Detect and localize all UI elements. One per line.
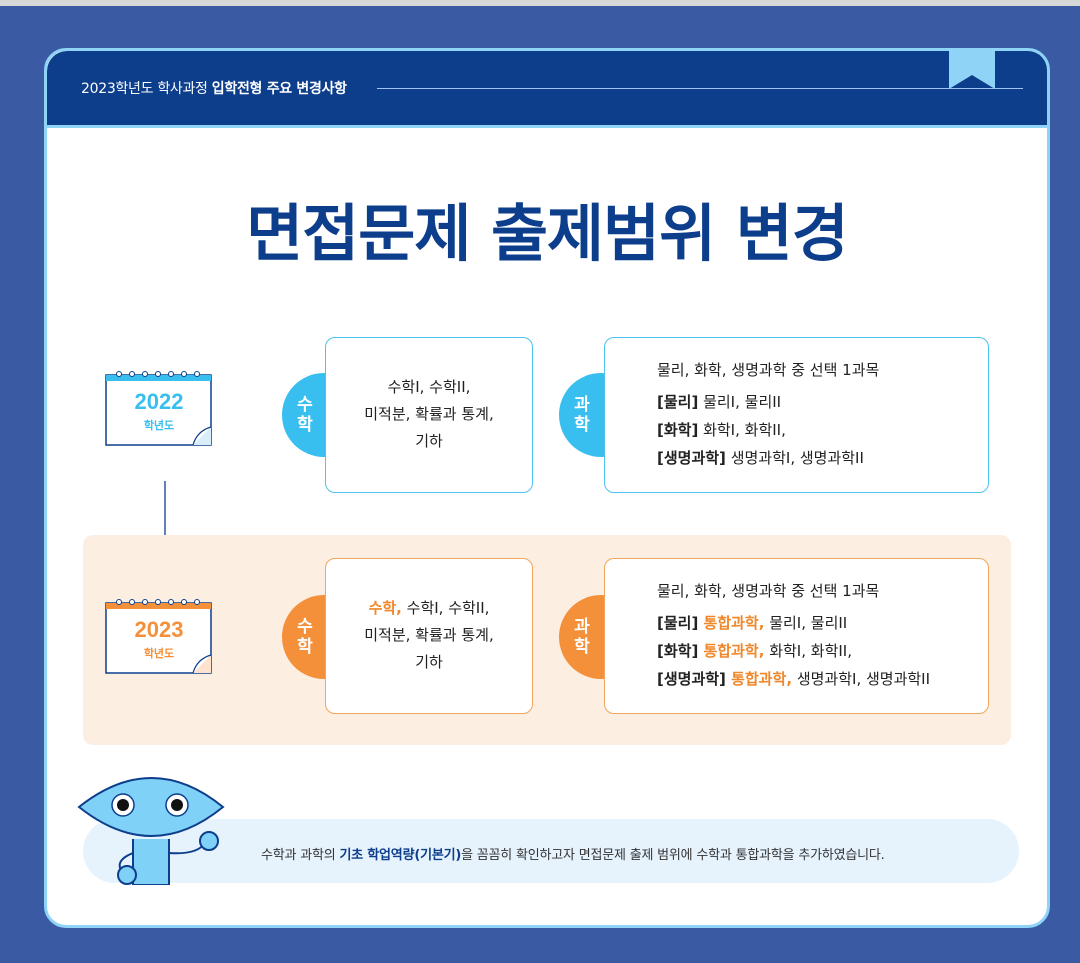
science-intro: 물리, 화학, 생명과학 중 선택 1과목 (657, 582, 880, 600)
math-range-2023: 수학, 수학I, 수학II, 미적분, 확률과 통계, 기하 (326, 595, 532, 676)
badge-char: 학 (574, 637, 590, 657)
page-title: 면접문제 출제범위 변경 (246, 197, 849, 270)
info-card: 2023학년도 학사과정 입학전형 주요 변경사항 면접문제 출제범위 변경 2… (44, 48, 1050, 928)
text-line: 수학I, 수학II, (387, 378, 471, 396)
bookmark-icon (949, 51, 995, 89)
note-before: 수학과 과학의 (261, 848, 340, 863)
note-after: 을 꼼꼼히 확인하고자 면접문제 출제 범위에 수학과 통합과학을 추가하였습니… (461, 848, 885, 863)
text-line: 미적분, 확률과 통계, (364, 626, 494, 644)
calendar-year: 2023 (134, 617, 184, 642)
calendar-label: 학년도 (143, 419, 175, 432)
badge-char: 수 (297, 395, 313, 415)
math-box-2022: 수학I, 수학II, 미적분, 확률과 통계, 기하 (325, 337, 533, 493)
top-strip (0, 0, 1080, 6)
header-bold: 입학전형 주요 변경사항 (211, 81, 347, 97)
new-subject: 통합과학, (698, 642, 765, 660)
text-line: 수학I, 수학II, (401, 599, 490, 617)
chem-range: 화학I, 화학II, (764, 642, 852, 660)
header-title: 2023학년도 학사과정 입학전형 주요 변경사항 (81, 78, 347, 98)
badge-char: 과 (574, 395, 590, 415)
new-subject: 수학, (368, 599, 402, 617)
math-box-2023: 수학, 수학I, 수학II, 미적분, 확률과 통계, 기하 (325, 558, 533, 714)
text-line: 기하 (415, 653, 443, 671)
physics-tag: [물리] (657, 614, 699, 632)
header-divider (377, 88, 1023, 89)
calendar-label: 학년도 (143, 647, 175, 660)
note-bubble: 수학과 과학의 기초 학업역량(기본기)을 꼼꼼히 확인하고자 면접문제 출제 … (83, 819, 1019, 883)
science-box-2023: 물리, 화학, 생명과학 중 선택 1과목 [물리] 통합과학, 물리I, 물리… (604, 558, 989, 714)
bio-tag: [생명과학] (657, 449, 726, 467)
bio-range: 생명과학I, 생명과학II (792, 670, 931, 688)
calendar-year: 2022 (134, 389, 184, 414)
chem-range: 화학I, 화학II, (698, 421, 786, 439)
note-text: 수학과 과학의 기초 학업역량(기본기)을 꼼꼼히 확인하고자 면접문제 출제 … (261, 844, 885, 863)
science-range-2023: 물리, 화학, 생명과학 중 선택 1과목 [물리] 통합과학, 물리I, 물리… (657, 577, 930, 693)
new-subject: 통합과학, (698, 614, 765, 632)
header-prefix: 2023학년도 학사과정 (81, 81, 212, 97)
science-box-2022: 물리, 화학, 생명과학 중 선택 1과목 [물리] 물리I, 물리II [화학… (604, 337, 989, 493)
science-range-2022: 물리, 화학, 생명과학 중 선택 1과목 [물리] 물리I, 물리II [화학… (657, 356, 879, 472)
text-line: 기하 (415, 432, 443, 450)
new-subject: 통합과학, (725, 670, 793, 688)
physics-range: 물리I, 물리II (764, 614, 848, 632)
bio-tag: [생명과학] (657, 670, 726, 688)
chem-tag: [화학] (657, 421, 699, 439)
math-range-2022: 수학I, 수학II, 미적분, 확률과 통계, 기하 (326, 374, 532, 455)
badge-char: 학 (297, 415, 313, 435)
calendar-2023-icon: 2023 학년도 (105, 599, 213, 675)
calendar-2022-icon: 2022 학년도 (105, 371, 213, 447)
badge-char: 학 (574, 415, 590, 435)
chem-tag: [화학] (657, 642, 699, 660)
physics-range: 물리I, 물리II (698, 393, 782, 411)
badge-char: 학 (297, 637, 313, 657)
bio-range: 생명과학I, 생명과학II (725, 449, 864, 467)
card-header: 2023학년도 학사과정 입학전형 주요 변경사항 (47, 51, 1047, 128)
science-intro: 물리, 화학, 생명과학 중 선택 1과목 (657, 361, 880, 379)
note-bold: 기초 학업역량(기본기) (339, 848, 462, 863)
mascot-icon (77, 777, 225, 885)
physics-tag: [물리] (657, 393, 699, 411)
text-line: 미적분, 확률과 통계, (364, 405, 494, 423)
badge-char: 수 (297, 617, 313, 637)
badge-char: 과 (574, 617, 590, 637)
